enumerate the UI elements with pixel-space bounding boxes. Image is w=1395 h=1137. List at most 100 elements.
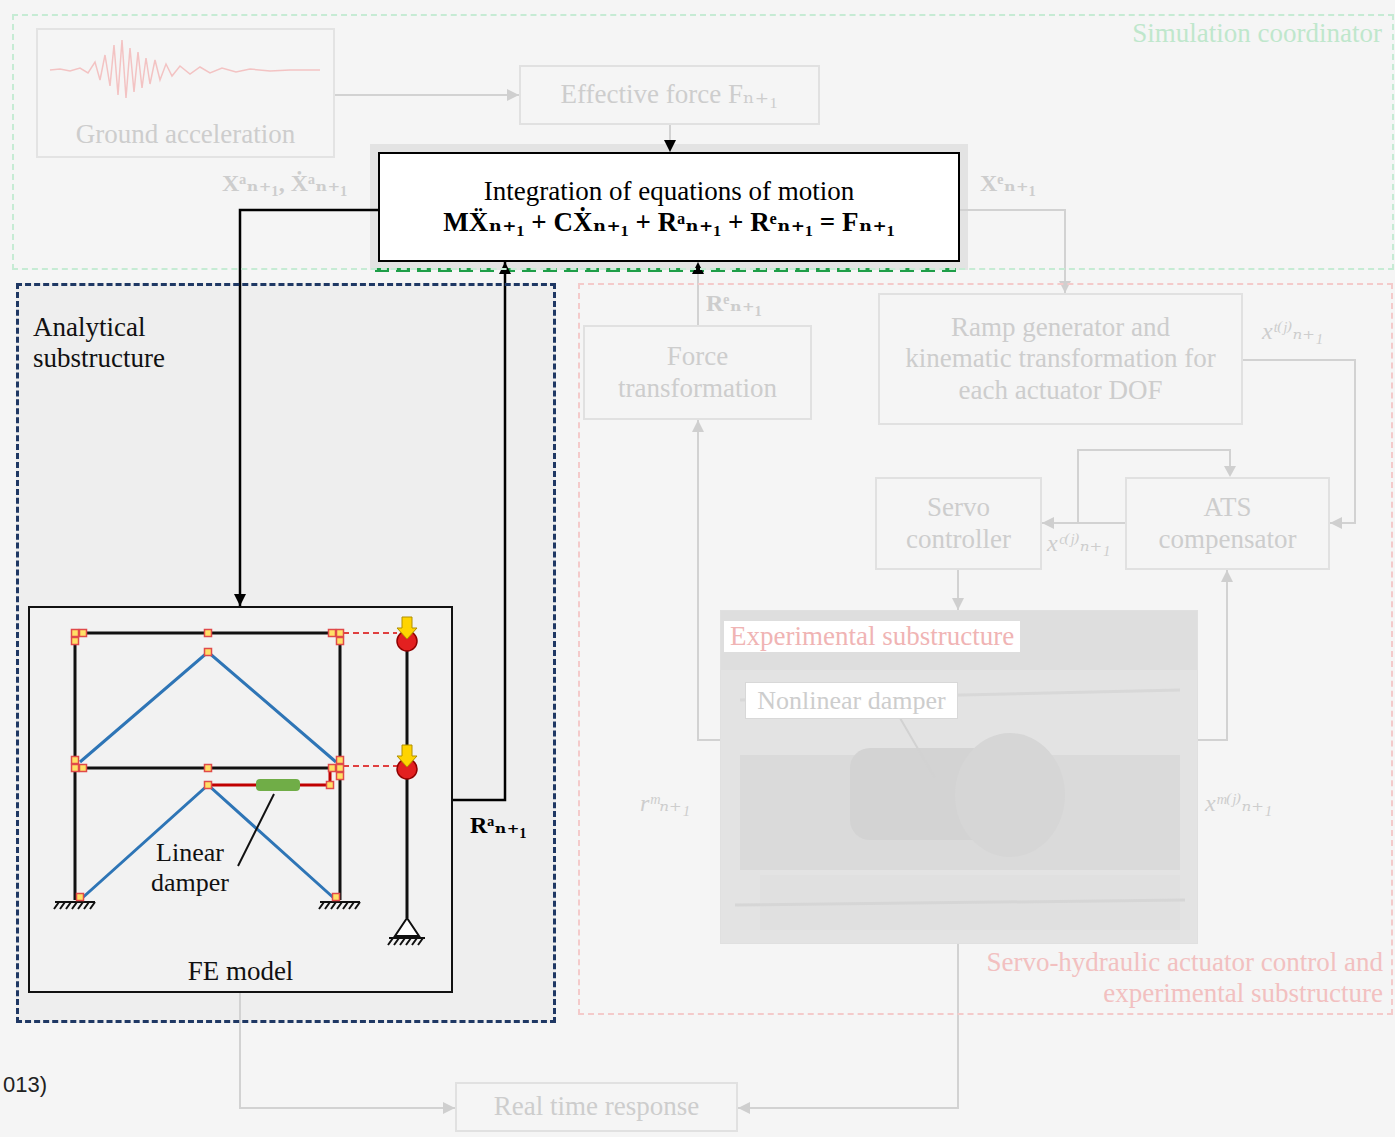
- experiment-photo: [720, 610, 1198, 944]
- node-text: ATS compensator: [1151, 492, 1304, 554]
- signal-label: xᵗ⁽ʲ⁾ₙ₊₁: [1262, 318, 1323, 346]
- drawing-part: [389, 937, 425, 939]
- drawing-part: [327, 782, 334, 789]
- node-text: MẌₙ₊₁ + CẊₙ₊₁ + Rᵃₙ₊₁ + Rᵉₙ₊₁ = Fₙ₊₁: [443, 207, 895, 238]
- label-anchor: xᶜ⁽ʲ⁾ₙ₊₁: [1047, 530, 1110, 558]
- label-anchor: Linear damper: [140, 838, 240, 898]
- drawing-part: [397, 617, 417, 639]
- node-text: Real time response: [494, 1091, 699, 1122]
- experimental-region: Servo-hydraulic actuator control and exp…: [578, 283, 1393, 1015]
- drawing-part: [205, 782, 212, 789]
- drawing-part: [54, 902, 425, 945]
- process-box: ATS compensator: [1125, 477, 1330, 570]
- drawing-part: [80, 765, 87, 772]
- photo-frame: Experimental substructureNonlinear dampe…: [720, 610, 1198, 944]
- label-anchor: Xᵉₙ₊₁: [980, 170, 1036, 198]
- connector-arrow: [335, 94, 519, 96]
- connector-arrow: [240, 993, 455, 1108]
- drawing-part: [80, 630, 87, 637]
- connector-arrow: [960, 210, 1065, 293]
- signal-label: xᵐ⁽ʲ⁾ₙ₊₁: [1205, 790, 1272, 818]
- fe-model-fill: [28, 606, 453, 993]
- node-text: Ground acceleration: [76, 119, 296, 150]
- drawing-part: [72, 765, 79, 772]
- node-text: Servo-hydraulic actuator control and exp…: [973, 947, 1383, 1009]
- drawing-part: [397, 745, 417, 767]
- label-anchor: Xᵃₙ₊₁, Ẋᵃₙ₊₁: [222, 170, 347, 198]
- process-box: Effective force Fₙ₊₁: [519, 65, 820, 125]
- drawing-part: [205, 649, 212, 656]
- drawing-part: [205, 765, 212, 772]
- drawing-part: [343, 633, 397, 766]
- drawing-part: [72, 630, 344, 901]
- node-text: Servo controller: [895, 492, 1022, 554]
- drawing-part: [337, 630, 344, 637]
- drawing-part: [77, 894, 84, 901]
- signal-label: Xᵉₙ₊₁: [980, 170, 1036, 198]
- process-box: Force transformation: [583, 325, 812, 420]
- signal-label: Rᵉₙ₊₁: [706, 290, 762, 318]
- connector-arrow: [453, 262, 505, 800]
- integration-box: Integration of equations of motionMẌₙ₊₁ …: [378, 152, 960, 262]
- node-text: Nonlinear damper: [757, 686, 945, 716]
- node-text: Analytical substructure: [33, 312, 208, 374]
- drawing-part: [80, 785, 336, 900]
- drawing-part: [337, 765, 344, 772]
- fe-model-box: FE model: [28, 606, 453, 993]
- drawing-part: [955, 733, 1065, 857]
- drawing-part: [343, 765, 397, 767]
- node-text: Ramp generator and kinematic transformat…: [900, 312, 1221, 405]
- node-text: Force transformation: [607, 341, 788, 403]
- analytical-fill: [16, 283, 556, 1023]
- label-anchor: rᵐₙ₊₁: [640, 790, 690, 818]
- drawing-part: [72, 638, 79, 645]
- process-box: Ramp generator and kinematic transformat…: [878, 293, 1243, 425]
- callout-box: Nonlinear damper: [745, 682, 958, 719]
- drawing-part: [80, 652, 336, 762]
- connector-arrow: [957, 570, 959, 610]
- label-anchor: xᵗ⁽ʲ⁾ₙ₊₁: [1262, 318, 1323, 346]
- signal-label: Xᵃₙ₊₁, Ẋᵃₙ₊₁: [222, 170, 347, 198]
- drawing-part: [72, 757, 79, 764]
- signal-label: rᵐₙ₊₁: [640, 790, 690, 818]
- drawing-part: [238, 794, 274, 866]
- connector-arrow: [1243, 360, 1355, 523]
- drawing-part: [72, 630, 79, 637]
- drawing-part: [720, 610, 1198, 670]
- connector-arrow: [669, 125, 671, 152]
- drawing-part: [735, 900, 1185, 905]
- coordinator-region: Simulation coordinatorGround acceleratio…: [12, 14, 1394, 270]
- drawing-part: [720, 610, 1198, 944]
- signal-label: xᶜ⁽ʲ⁾ₙ₊₁: [1047, 530, 1110, 558]
- drawing-part: [80, 652, 336, 900]
- signal-label: Rᵃₙ₊₁: [470, 812, 527, 840]
- drawing-part: [337, 773, 344, 780]
- node-text: Simulation coordinator: [1132, 18, 1382, 49]
- process-box: Servo controller: [875, 477, 1042, 570]
- drawing-part: [395, 918, 419, 936]
- drawing-part: [333, 894, 340, 901]
- connector-arrow: [697, 262, 699, 325]
- drawing-part: [205, 630, 212, 637]
- integration-halo: [370, 144, 968, 270]
- drawing-part: [54, 902, 95, 909]
- ground-motion-record: [50, 40, 320, 98]
- drawing-part: [337, 757, 344, 764]
- node-text: Effective force Fₙ₊₁: [561, 79, 779, 110]
- drawing-part: [1224, 466, 1236, 477]
- analytical-region: Analytical substructure FE model: [16, 283, 556, 1023]
- node-text: FE model: [188, 956, 294, 987]
- drawing-part: [329, 765, 336, 772]
- node-text: Integration of equations of motion: [484, 176, 854, 207]
- node-text: Experimental substructure: [724, 621, 1020, 652]
- drawing-part: [256, 779, 300, 791]
- drawing-part: [329, 630, 336, 637]
- drawing-part: [75, 628, 407, 918]
- label-anchor: xᵐ⁽ʲ⁾ₙ₊₁: [1205, 790, 1272, 818]
- drawing-part: [388, 938, 423, 945]
- label-anchor: Rᵉₙ₊₁: [706, 290, 762, 318]
- frame-model-drawing: [54, 617, 425, 945]
- drawing-part: [343, 632, 397, 634]
- connector-arrow: [1198, 570, 1227, 740]
